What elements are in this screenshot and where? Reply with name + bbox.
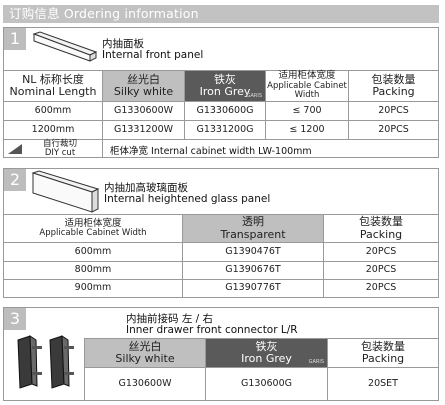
section-front-connector: 3 内抽前接码 左 / 右 Inner drawer front connect… bbox=[3, 307, 439, 401]
product-name-en: Inner drawer front connector L/R bbox=[126, 324, 298, 336]
table-cell: G1390776T bbox=[183, 280, 324, 297]
section-number: 3 bbox=[4, 308, 26, 330]
section-number: 1 bbox=[4, 28, 26, 50]
table-cell: 20PCS bbox=[349, 121, 438, 140]
brand-mark: GARIS bbox=[308, 358, 324, 365]
product-name-en: Internal heightened glass panel bbox=[104, 193, 271, 205]
front-panel-illustration bbox=[32, 31, 98, 62]
connector-illustration bbox=[17, 335, 74, 389]
table-cell: G130600W bbox=[84, 368, 206, 400]
table-cell: 20PCS bbox=[349, 102, 438, 121]
cabinet-width-note: 柜体净宽 Internal cabinet width LW-100mm bbox=[110, 146, 312, 157]
table-cell: ≤ 700 bbox=[266, 102, 349, 121]
table-cell: G1331200W bbox=[103, 121, 185, 140]
product-name-en: Internal front panel bbox=[102, 49, 204, 61]
diy-cut-icon bbox=[8, 144, 22, 154]
table-cell: 800mm bbox=[4, 262, 183, 280]
table-cell: G1390476T bbox=[183, 243, 324, 262]
table-cell: G1330600G bbox=[185, 102, 266, 121]
table-cell: G1390676T bbox=[183, 262, 324, 280]
glass-panel-illustration bbox=[31, 170, 100, 213]
table-cell: 20PCS bbox=[324, 262, 438, 280]
table-cell: 1200mm bbox=[4, 121, 103, 140]
table-cell: G1330600W bbox=[103, 102, 185, 121]
brand-mark: GARIS bbox=[246, 92, 262, 99]
table-cell: G1331200G bbox=[185, 121, 266, 140]
product-name-cn: 内抽面板 bbox=[102, 38, 144, 50]
table-cell: G130600G bbox=[206, 368, 328, 400]
product-name-cn: 内抽加高玻璃面板 bbox=[104, 182, 188, 194]
section-glass-panel: 2 内抽加高玻璃面板 Internal heightened glass pan… bbox=[3, 168, 439, 298]
diy-cut-cn: 自行裁切 bbox=[42, 139, 77, 149]
product-name-cn: 内抽前接码 左 / 右 bbox=[126, 313, 214, 325]
table-cell: 600mm bbox=[4, 243, 183, 262]
table-cell: 20PCS bbox=[324, 243, 438, 262]
table-cell: 20SET bbox=[368, 377, 398, 389]
table-cell: ≤ 1200 bbox=[266, 121, 349, 140]
diy-cut-en: DIY cut bbox=[44, 147, 76, 158]
table-cell: 20PCS bbox=[365, 282, 397, 294]
table-cell: 600mm bbox=[4, 102, 103, 121]
table-cell: 900mm bbox=[4, 280, 183, 297]
header-title-cn: 订购信息 bbox=[9, 6, 60, 21]
section-number: 2 bbox=[4, 169, 26, 191]
diy-cut-cell: 自行裁切 DIY cut bbox=[4, 140, 103, 157]
header-title-en: Ordering information bbox=[63, 6, 199, 21]
